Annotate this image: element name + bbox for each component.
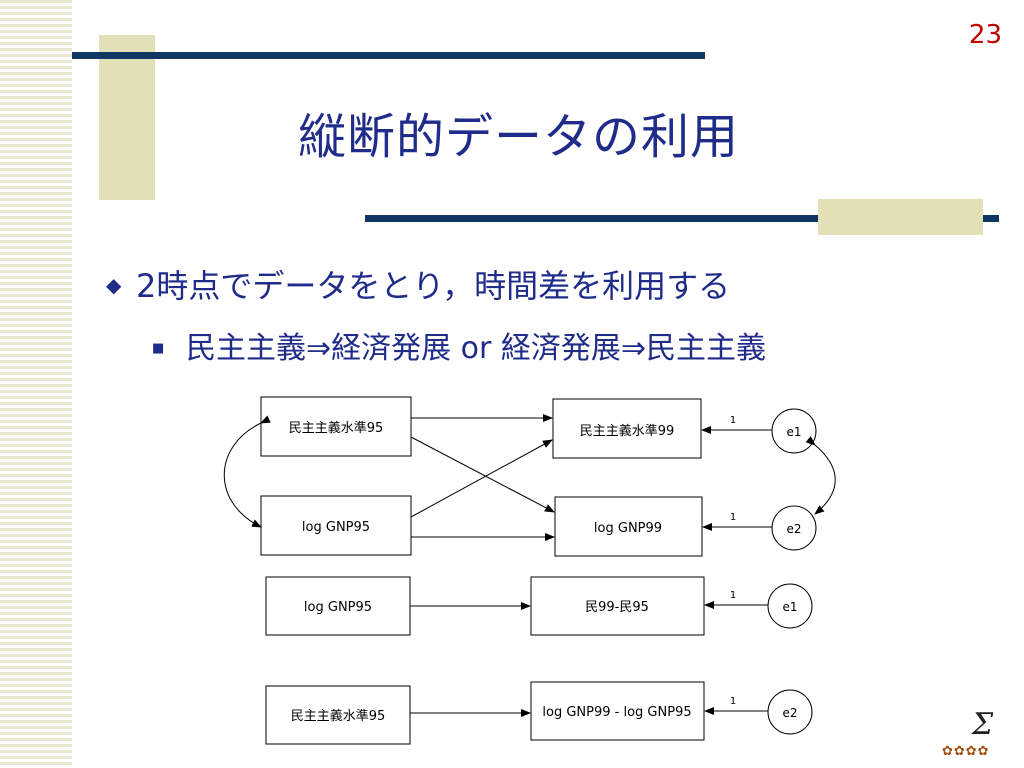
bullet-level1-text: 2時点でデータをとり，時間差を利用する: [136, 267, 731, 305]
box-gnp-diff: [530, 681, 705, 741]
path-dem95-gnp99: [410, 436, 555, 513]
error-label-e2-model3: e2: [782, 706, 797, 720]
box-dem99: [552, 398, 702, 459]
error-circle-e2-model3: [767, 689, 813, 735]
square-bullet-icon: ■: [152, 341, 165, 356]
label-dem95-model3: 民主主義水準95: [291, 708, 386, 724]
label-gnp99: log GNP99: [594, 521, 662, 536]
diamond-bullet-icon: ◆: [106, 273, 122, 297]
slide-title: 縦断的データの利用: [298, 109, 740, 165]
label-dem99: 民主主義水準99: [580, 423, 675, 439]
box-dem95-model3: [265, 685, 411, 745]
bullet-level1: ◆ 2時点でデータをとり，時間差を利用する: [106, 261, 730, 307]
box-gnp99: [554, 496, 703, 557]
label-dem-diff: 民99-民95: [585, 600, 649, 615]
covariance-dem95-gnp95: [223, 415, 271, 528]
error-circle-e1-model2: [767, 583, 813, 629]
box-dem95: [260, 396, 412, 457]
label-gnp95: log GNP95: [302, 520, 370, 535]
label-gnp95-model2: log GNP95: [304, 600, 372, 615]
error-circle-e2-model1: [771, 505, 817, 551]
covariance-e1-e2: [805, 436, 836, 515]
tan-accent-block-right: [818, 199, 983, 235]
label-dem95: 民主主義水準95: [289, 420, 384, 436]
footer-logo-icon: ✿✿✿✿: [942, 744, 990, 759]
title-rule-bottom: [365, 215, 999, 222]
error-label-e1-model2: e1: [782, 600, 797, 614]
path-weight-model3: 1: [730, 696, 736, 707]
sigma-icon: Σ: [972, 707, 994, 742]
error-label-e2: e2: [786, 522, 801, 536]
bullet-level2: ■ 民主主義⇒経済発展 or 経済発展⇒民主主義: [152, 323, 766, 367]
slide-number: 23: [968, 20, 1002, 50]
tan-accent-block-top: [99, 35, 155, 200]
path-weight-e1: 1: [730, 415, 736, 426]
box-gnp95-model2: [265, 576, 411, 636]
label-gnp-diff: log GNP99 - log GNP95: [542, 705, 691, 720]
bullet-level2-text: 民主主義⇒経済発展 or 経済発展⇒民主主義: [186, 331, 767, 366]
striped-side-decoration: [0, 0, 72, 768]
title-rule-top: [72, 52, 705, 59]
error-label-e1: e1: [786, 425, 801, 439]
box-gnp95: [260, 495, 412, 556]
path-weight-model2: 1: [730, 590, 736, 601]
path-gnp95-dem99: [410, 439, 553, 518]
path-weight-e2: 1: [730, 512, 736, 523]
error-circle-e1-model1: [771, 408, 817, 454]
